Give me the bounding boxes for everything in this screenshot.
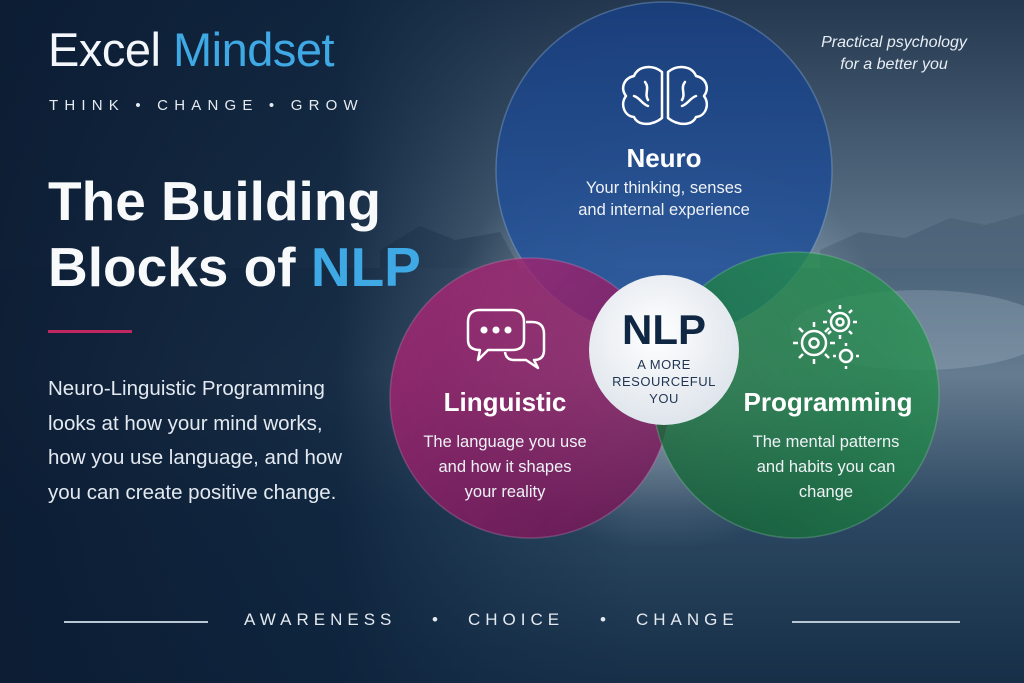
brand-word-mindset: Mindset <box>173 23 335 76</box>
title-line-2: Blocks of NLP <box>48 234 421 300</box>
center-line-3: YOU <box>649 391 679 406</box>
footer-word-awareness: AWARENESS <box>244 610 397 629</box>
title-line-2-prefix: Blocks of <box>48 236 311 298</box>
programming-line-2: and habits you can <box>757 458 896 476</box>
footer-separator-1: • <box>432 610 438 629</box>
brand-word-excel: Excel <box>48 23 161 76</box>
footer-separator-2: • <box>600 610 606 629</box>
description-line-3: how you use language, and how <box>48 446 343 469</box>
center-title: NLP <box>622 306 706 353</box>
practical-line-2: for a better you <box>840 56 948 73</box>
neuro-title: Neuro <box>626 143 701 173</box>
title-accent-nlp: NLP <box>310 236 421 298</box>
title-line-1: The Building <box>48 170 382 232</box>
venn-center-circle <box>589 275 739 425</box>
neuro-line-1: Your thinking, senses <box>586 179 742 197</box>
linguistic-line-3: your reality <box>465 483 546 501</box>
programming-line-3: change <box>799 483 853 501</box>
speech-bubbles-icon <box>466 308 546 370</box>
center-line-1: A MORE <box>637 357 691 372</box>
brain-icon <box>622 65 708 126</box>
practical-line-1: Practical psychology <box>821 34 967 51</box>
page-title: The Building Blocks of NLP <box>48 168 421 300</box>
brand-logo: Excel Mindset <box>48 22 335 78</box>
description-line-2: looks at how your mind works, <box>48 411 323 435</box>
footer-word-choice: CHOICE <box>468 610 565 629</box>
brand-tagline: THINK • CHANGE • GROW <box>49 97 364 114</box>
linguistic-title: Linguistic <box>444 387 567 417</box>
programming-title: Programming <box>743 387 912 417</box>
linguistic-line-2: and how it shapes <box>438 458 571 476</box>
footer-line-left <box>64 621 208 623</box>
center-line-2: RESOURCEFUL <box>612 374 716 389</box>
practical-subtitle: Practical psychology for a better you <box>800 32 988 76</box>
footer-line-right <box>792 621 960 623</box>
description-line-1: Neuro-Linguistic Programming <box>48 377 325 400</box>
footer-word-change: CHANGE <box>636 610 739 629</box>
linguistic-line-1: The language you use <box>423 433 586 451</box>
footer-values: AWARENESS • CHOICE • CHANGE <box>0 610 1024 634</box>
programming-line-1: The mental patterns <box>753 433 900 451</box>
description: Neuro-Linguistic Programming looks at ho… <box>48 372 388 510</box>
title-divider <box>48 330 132 333</box>
neuro-line-2: and internal experience <box>578 201 750 219</box>
gears-icon <box>793 305 859 369</box>
description-line-4: you can create positive change. <box>48 480 337 504</box>
